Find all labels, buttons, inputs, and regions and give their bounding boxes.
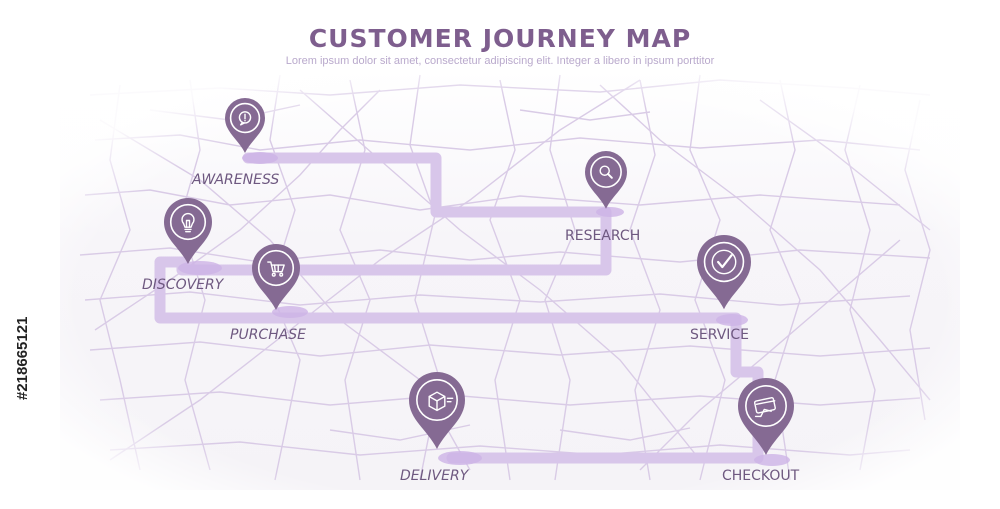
magnifier-icon [599, 165, 613, 179]
pin-ring-discovery [169, 203, 207, 241]
pin-marker-awareness [225, 98, 265, 153]
map-pin-purchase [252, 244, 300, 310]
package-box-icon [428, 391, 454, 412]
map-pin-research [585, 151, 627, 209]
page-subtitle: Lorem ipsum dolor sit amet, consectetur … [285, 55, 715, 67]
shopping-cart-icon [267, 261, 285, 277]
pin-marker-research [585, 151, 627, 209]
stock-id-text: #218665121 [14, 316, 31, 400]
stage-label-service: SERVICE [690, 327, 750, 343]
pin-ring-research [590, 156, 622, 188]
stage-label-discovery: DISCOVERY [142, 277, 224, 293]
lightbulb-icon [181, 212, 195, 233]
page-title: CUSTOMER JOURNEY MAP [308, 24, 692, 53]
stage-label-awareness: AWARENESS [192, 172, 280, 188]
stage-label-research: RESEARCH [565, 228, 641, 244]
map-pin-service [697, 235, 751, 310]
pin-marker-checkout [738, 378, 794, 455]
pin-ring-checkout [745, 385, 787, 427]
pin-ring-delivery [416, 379, 458, 421]
pin-ring-purchase [257, 249, 295, 287]
alert-speech-bubble-icon [238, 111, 252, 126]
stage-label-checkout: CHECKOUT [722, 468, 800, 484]
pin-marker-service [697, 235, 751, 310]
map-pin-discovery [164, 198, 212, 264]
map-pin-awareness [225, 98, 265, 153]
pin-ring-awareness [229, 102, 261, 134]
map-pin-delivery [409, 372, 465, 449]
pin-marker-purchase [252, 244, 300, 310]
stage-label-delivery: DELIVERY [400, 468, 469, 484]
map-pin-checkout [738, 378, 794, 455]
pin-ring-service [703, 241, 745, 283]
stage-label-purchase: PURCHASE [230, 327, 307, 343]
credit-card-icon [753, 397, 776, 418]
checkmark-icon [711, 249, 737, 275]
